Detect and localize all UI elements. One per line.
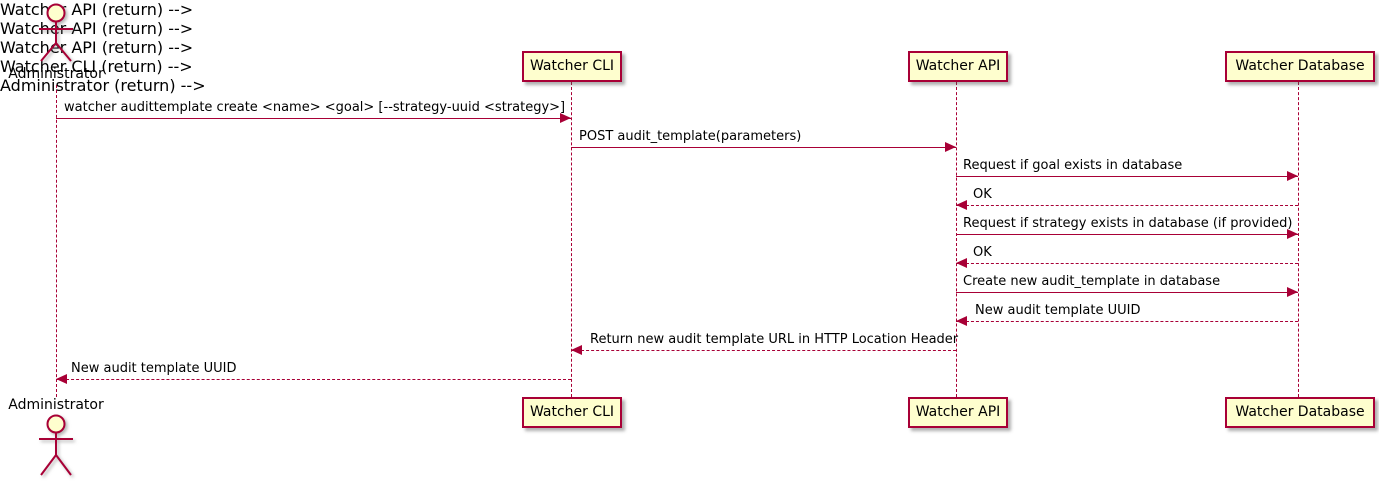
message-line: [571, 147, 956, 148]
participant-label: Watcher Database: [1235, 58, 1365, 74]
lifeline-watcher-cli: [571, 82, 572, 397]
actor-administrator-icon-top: [39, 3, 73, 62]
participant-watcher-api-bottom: Watcher API: [908, 397, 1008, 428]
arrowhead-icon: [560, 113, 571, 123]
message-line: [956, 263, 1298, 264]
arrowhead-icon: [1287, 171, 1298, 181]
message-line: [956, 205, 1298, 206]
arrowhead-icon: [571, 345, 582, 355]
arrowhead-icon: [1287, 287, 1298, 297]
message-line: [56, 379, 571, 380]
arrowhead-icon: [56, 374, 67, 384]
participant-watcher-cli-top: Watcher CLI: [522, 51, 622, 82]
actor-administrator-label-top: Administrator: [8, 66, 104, 82]
arrowhead-icon: [945, 142, 956, 152]
message-line: [956, 176, 1298, 177]
message-label: Return new audit template URL in HTTP Lo…: [590, 332, 959, 347]
participant-label: Watcher CLI: [529, 58, 615, 74]
message-line: [571, 350, 956, 351]
lifeline-watcher-api: [956, 82, 957, 397]
message-line: [56, 118, 571, 119]
message-label: POST audit_template(parameters): [579, 129, 802, 144]
message-line: [956, 292, 1298, 293]
participant-label: Watcher CLI: [529, 404, 615, 420]
lifeline-administrator: [56, 85, 57, 397]
message-label: watcher audittemplate create <name> <goa…: [64, 100, 566, 115]
participant-label: Watcher Database: [1235, 404, 1365, 420]
message-label: New audit template UUID: [975, 303, 1141, 318]
arrowhead-icon: [956, 316, 967, 326]
message-label: OK: [973, 187, 992, 202]
participant-watcher-api-top: Watcher API: [908, 51, 1008, 82]
participant-watcher-cli-bottom: Watcher CLI: [522, 397, 622, 428]
arrowhead-icon: [956, 258, 967, 268]
participant-watcher-database-top: Watcher Database: [1225, 51, 1375, 82]
participant-label: Watcher API: [915, 58, 1001, 74]
actor-administrator-label-bottom: Administrator: [8, 397, 104, 413]
participant-label: Watcher API: [915, 404, 1001, 420]
actor-administrator-icon-bottom: [39, 414, 73, 476]
message-label: OK: [973, 245, 992, 260]
arrowhead-icon: [1287, 229, 1298, 239]
lifeline-watcher-database: [1298, 82, 1299, 397]
message-line: [956, 234, 1298, 235]
message-label: Create new audit_template in database: [963, 274, 1221, 289]
participant-watcher-database-bottom: Watcher Database: [1225, 397, 1375, 428]
arrowhead-icon: [956, 200, 967, 210]
message-line: [956, 321, 1298, 322]
message-label: New audit template UUID: [71, 361, 237, 376]
message-label: Request if strategy exists in database (…: [963, 216, 1293, 231]
message-label: Request if goal exists in database: [963, 158, 1183, 173]
